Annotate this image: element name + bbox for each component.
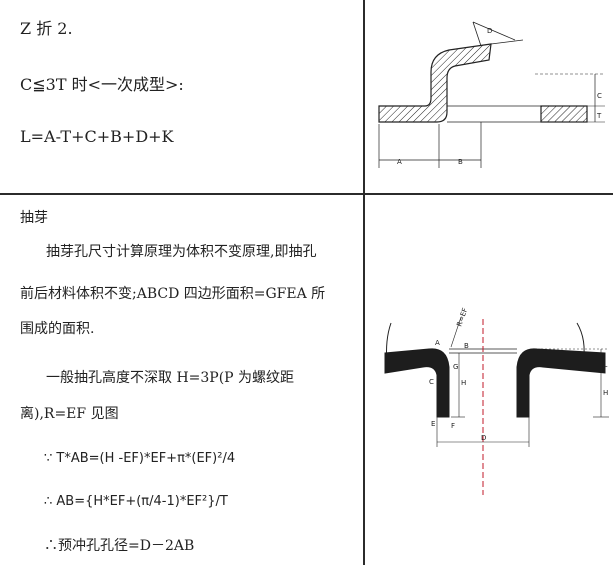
condition-text: C≦3T 时<一次成型>: bbox=[20, 75, 184, 94]
dim-label-d: D bbox=[487, 27, 492, 35]
height-rule-line-1: 一般抽孔高度不深取 H=3P(P 为螺纹距 bbox=[46, 370, 295, 386]
dim-label-c: C bbox=[597, 92, 602, 100]
dim-label-t: T bbox=[602, 365, 608, 373]
dim-label-t: T bbox=[596, 112, 602, 120]
dim-label-d: D bbox=[481, 434, 486, 442]
section-title-z-bend: Z 折 2. bbox=[20, 19, 73, 38]
equation-2: ∴ AB={H*EF+(π/4-1)*EF²}/T bbox=[44, 494, 228, 509]
length-formula: L=A-T+C+B+D+K bbox=[20, 127, 174, 146]
equation-1: ∵ T*AB=(H -EF)*EF+π*(EF)²/4 bbox=[44, 451, 236, 466]
section-title-extrusion: 抽芽 bbox=[20, 210, 48, 226]
point-label-b: B bbox=[464, 342, 469, 350]
point-label-c: C bbox=[429, 378, 434, 386]
point-label-g: G bbox=[453, 363, 458, 371]
table-divider-horizontal bbox=[0, 193, 613, 195]
dim-label-h: H bbox=[603, 389, 608, 397]
section-z-bend-text: Z 折 2. C≦3T 时<一次成型>: L=A-T+C+B+D+K bbox=[0, 0, 363, 193]
height-rule-line-2: 离),R=EF 见图 bbox=[20, 406, 119, 422]
point-label-a: A bbox=[435, 339, 440, 347]
principle-line-3: 围成的面积. bbox=[20, 321, 95, 337]
extrusion-diagram: R=EF A B C G H E F D T H bbox=[384, 307, 609, 495]
z-bend-diagram: D A B C T bbox=[378, 21, 605, 168]
principle-line-2: 前后材料体积不变;ABCD 四边形面积=GFEA 所 bbox=[20, 286, 326, 302]
table-divider-vertical bbox=[363, 0, 365, 565]
equation-3: ∴预冲孔孔径=D－2AB bbox=[44, 538, 195, 554]
section-extrusion-text: 抽芽 抽芽孔尺寸计算原理为体积不变原理,即抽孔 前后材料体积不变;ABCD 四边… bbox=[0, 195, 363, 565]
principle-line-1: 抽芽孔尺寸计算原理为体积不变原理,即抽孔 bbox=[46, 244, 317, 260]
dim-label-b: B bbox=[458, 158, 463, 166]
label-r-ef: R=EF bbox=[455, 307, 469, 328]
point-label-h: H bbox=[461, 379, 466, 387]
dim-label-a: A bbox=[397, 158, 402, 166]
point-label-f: F bbox=[451, 422, 455, 430]
point-label-e: E bbox=[431, 420, 435, 428]
